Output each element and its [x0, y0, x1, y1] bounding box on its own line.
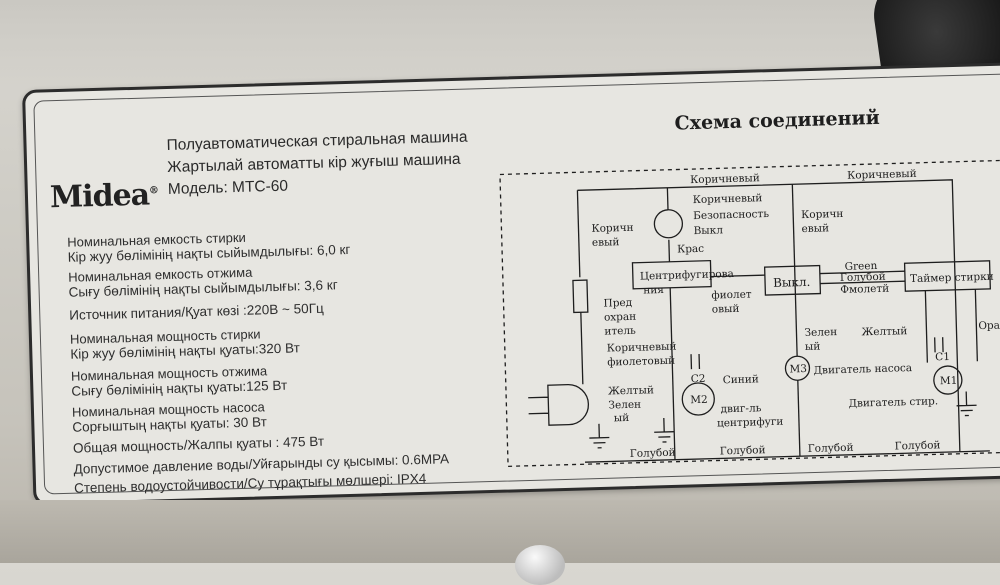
- label-brown-top: Коричневый: [690, 172, 760, 186]
- brand-name: Midea: [49, 177, 150, 216]
- label-switch: Выкл.: [773, 275, 811, 290]
- label-timer: Таймер стирки: [910, 271, 994, 285]
- wire-green: [819, 270, 905, 275]
- wire-left: [576, 190, 581, 278]
- label-brown-left-1: Коричн: [591, 222, 633, 235]
- label-brown-left-2: евый: [592, 236, 620, 249]
- label-motor-c-2: центрифуги: [717, 416, 784, 430]
- wire-blue: [820, 280, 906, 285]
- model-number: Модель: МТС-60: [167, 177, 289, 198]
- timer-box: [903, 260, 991, 292]
- label-brown-mid-2: евый: [801, 222, 829, 235]
- motor-m1: [933, 365, 963, 395]
- label-blue-b4: Голубой: [895, 439, 941, 452]
- label-yellow-right: Желтый: [861, 325, 907, 338]
- centrifuge-timer-box: [631, 259, 712, 290]
- registered-mark: ®: [148, 185, 159, 197]
- wire-left-lower: [580, 312, 584, 385]
- ground-symbol: [654, 417, 675, 443]
- label-m1: M1: [940, 375, 958, 387]
- wire-top: [577, 179, 961, 452]
- label-orange: Оранже: [978, 319, 1000, 332]
- wire-safety: [666, 187, 669, 210]
- label-blue-1: Голубой: [840, 271, 886, 284]
- label-centrifuge: Центрифугирова: [640, 268, 734, 283]
- label-c2: C2: [691, 373, 706, 385]
- label-brown-mid-1: Коричн: [801, 208, 843, 221]
- wire-safety-2: [668, 239, 671, 262]
- label-green-ru-1: Зелен: [804, 326, 837, 339]
- label-brown-violet-2: фиолетовый: [607, 355, 675, 369]
- wire-violet: [709, 274, 765, 278]
- power-plug: [528, 384, 590, 426]
- brand-logo: Midea®: [50, 177, 159, 215]
- label-m2: M2: [690, 394, 708, 406]
- label-violet-3: Фмолетй: [840, 283, 889, 296]
- knob: [515, 545, 565, 585]
- label-yellow-left: Желтый: [608, 384, 654, 397]
- capacitor-c1: [934, 337, 944, 353]
- label-motor-c-1: двиг-ль: [720, 402, 761, 415]
- label-green-left-2: ый: [614, 412, 630, 424]
- label-safety: Безопасность: [693, 208, 769, 222]
- label-red-2: ния: [643, 284, 664, 297]
- label-fuse-3: итель: [604, 325, 636, 338]
- ground-symbol: [956, 391, 977, 417]
- label-brown-violet-1: Коричневый: [607, 341, 677, 355]
- label-brown-right: Коричневый: [847, 168, 917, 182]
- label-violet-2: овый: [712, 303, 740, 316]
- appliance-bottom: [0, 500, 1000, 563]
- label-violet-1: фиолет: [711, 288, 752, 301]
- label-fuse-2: охран: [604, 311, 637, 324]
- label-green-ru-2: ый: [805, 341, 821, 353]
- label-blue-dark: Синий: [723, 373, 759, 386]
- label-m3: M3: [789, 363, 807, 375]
- label-fuse-1: Пред: [603, 297, 632, 310]
- label-red: Крас: [677, 243, 704, 256]
- label-blue-b3: Голубой: [808, 442, 854, 455]
- wire-timer-orange: [974, 289, 978, 362]
- label-wash-motor: Двигатель стир.: [848, 395, 938, 410]
- wire-mid: [791, 184, 801, 457]
- wire-centrifuge: [669, 287, 676, 460]
- wire-timer-down: [924, 290, 929, 363]
- label-brown-safety: Коричневый: [693, 192, 763, 206]
- switch-box: [763, 264, 822, 296]
- label-blue-b1: Голубой: [630, 447, 676, 460]
- label-c1: C1: [935, 351, 950, 363]
- motor-m3: [784, 355, 811, 381]
- label-pump-motor: Двигатель насоса: [813, 362, 912, 377]
- motor-m2: [681, 382, 715, 416]
- label-green-en: Green: [844, 260, 877, 273]
- label-blue-b2: Голубой: [720, 444, 766, 457]
- fuse: [572, 279, 589, 314]
- safety-switch: [653, 209, 684, 239]
- capacitor-c2: [690, 353, 701, 370]
- ground-symbol: [589, 423, 610, 449]
- label-safety-off: Выкл: [693, 224, 723, 237]
- diagram-title: Схема соединений: [674, 107, 880, 135]
- wiring-diagram: Схема соединений: [499, 107, 1000, 468]
- label-green-left-1: Зелен: [608, 399, 641, 412]
- wire-bottom: [584, 450, 990, 463]
